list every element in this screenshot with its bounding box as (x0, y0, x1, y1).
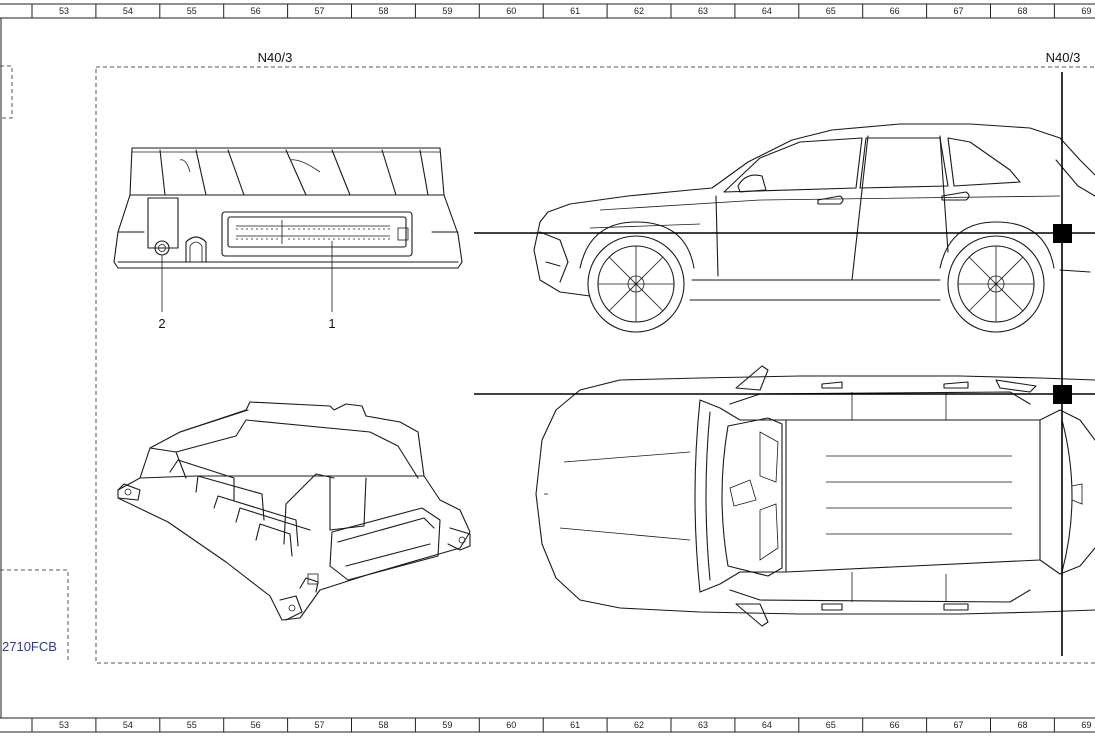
top-ruler-number: 59 (442, 6, 452, 16)
bottom-ruler-number: 66 (890, 720, 900, 730)
bottom-ruler: 53 54 55 56 57 58 59 60 61 62 63 64 65 66 67 68 69 (0, 717, 1095, 733)
bottom-ruler-number: 67 (954, 720, 964, 730)
bottom-ruler-number: 63 (698, 720, 708, 730)
top-ruler-number: 63 (698, 6, 708, 16)
bottom-ruler-number: 60 (506, 720, 516, 730)
doc-code: 2710FCB (2, 639, 57, 654)
top-ruler-number: 67 (954, 6, 964, 16)
top-ruler-number: 61 (570, 6, 580, 16)
top-ruler-number: 64 (762, 6, 772, 16)
bottom-ruler-number: 53 (59, 720, 69, 730)
location-marker-top (1053, 385, 1072, 404)
bottom-ruler-number: 59 (442, 720, 452, 730)
location-indicator (474, 72, 1095, 656)
top-ruler-number: 62 (634, 6, 644, 16)
top-ruler-number: 58 (378, 6, 388, 16)
callout-2: 2 (158, 316, 165, 331)
location-marker-side (1053, 224, 1072, 243)
bottom-ruler-number: 55 (187, 720, 197, 730)
bottom-ruler-number: 56 (251, 720, 261, 730)
top-ruler: 53 54 55 56 57 58 59 60 61 62 63 64 65 66 67 68 69 (0, 3, 1095, 19)
callout-1: 1 (328, 316, 335, 331)
top-ruler-number: 55 (187, 6, 197, 16)
bottom-ruler-number: 54 (123, 720, 133, 730)
vehicle-side-view (533, 123, 1095, 333)
component-frame (95, 66, 1095, 664)
component-label-left: N40/3 (258, 50, 293, 65)
top-ruler-number: 56 (251, 6, 261, 16)
bottom-ruler-number: 62 (634, 720, 644, 730)
component-label-right: N40/3 (1046, 50, 1081, 65)
top-ruler-number: 69 (1081, 6, 1091, 16)
bottom-ruler-number: 68 (1017, 720, 1027, 730)
control-unit-isometric-view (117, 401, 471, 621)
top-ruler-number: 65 (826, 6, 836, 16)
top-ruler-number: 60 (506, 6, 516, 16)
bottom-ruler-number: 64 (762, 720, 772, 730)
control-unit-front-view (113, 147, 463, 312)
top-ruler-number: 54 (123, 6, 133, 16)
bottom-ruler-number: 58 (378, 720, 388, 730)
bottom-ruler-number: 69 (1081, 720, 1091, 730)
left-edge-fragments (0, 18, 69, 718)
top-ruler-number: 66 (890, 6, 900, 16)
bottom-ruler-number: 65 (826, 720, 836, 730)
top-ruler-number: 53 (59, 6, 69, 16)
bottom-ruler-number: 57 (315, 720, 325, 730)
top-ruler-number: 57 (315, 6, 325, 16)
top-ruler-number: 68 (1017, 6, 1027, 16)
bottom-ruler-number: 61 (570, 720, 580, 730)
vehicle-top-view (535, 365, 1095, 627)
